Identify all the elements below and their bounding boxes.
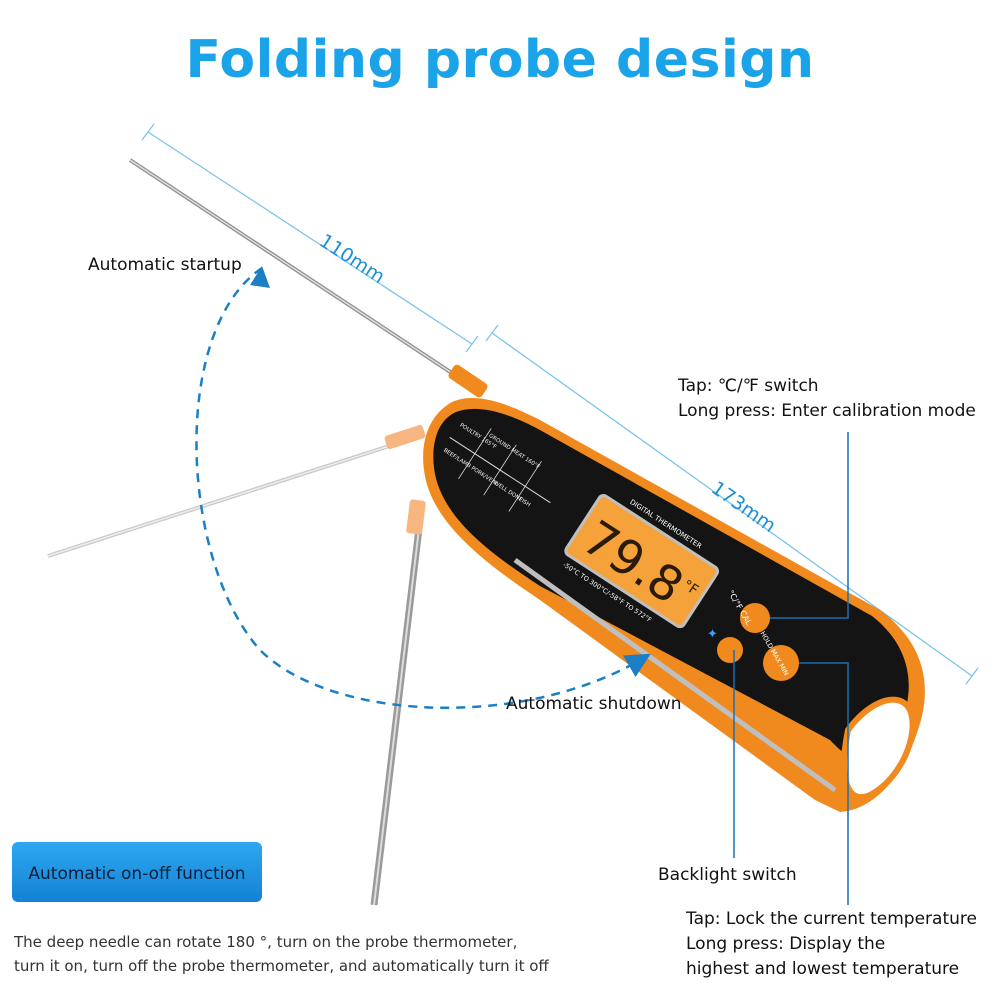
- hold-callout-line2: Long press: Display the: [686, 934, 886, 954]
- dimension-line-110mm: [141, 123, 479, 353]
- auto-shutdown-label: Automatic shutdown: [506, 694, 682, 714]
- bulb-icon: ✦: [707, 627, 718, 642]
- probe-needle-extended: [128, 158, 488, 398]
- backlight-callout: Backlight switch: [658, 865, 797, 885]
- callout-lines: [733, 432, 849, 905]
- probe-ghost-vertical: [370, 499, 426, 906]
- feature-badge: Automatic on-off function: [12, 842, 262, 902]
- probe-ghost-horizontal: [47, 424, 426, 558]
- description-line2: turn it on, turn off the probe thermomet…: [14, 957, 549, 975]
- dimension-label-110mm: 110mm: [315, 230, 388, 288]
- unit-button-callout: Tap: ℃/℉ switch Long press: Enter calibr…: [678, 374, 976, 424]
- backlight-button[interactable]: [717, 637, 743, 663]
- page-title: Folding probe design: [185, 30, 815, 90]
- description-line1: The deep needle can rotate 180 °, turn o…: [14, 933, 518, 951]
- hold-callout-line3: highest and lowest temperature: [686, 959, 960, 979]
- description: The deep needle can rotate 180 °, turn o…: [14, 930, 549, 978]
- hold-max-min-button[interactable]: [763, 645, 799, 681]
- startup-arrow-head: [250, 266, 270, 288]
- unit-calibration-button[interactable]: [740, 603, 770, 633]
- hold-button-callout: Tap: Lock the current temperature Long p…: [686, 907, 977, 982]
- unit-button-callout-line2: Long press: Enter calibration mode: [678, 401, 976, 421]
- unit-button-callout-line1: Tap: ℃/℉ switch: [678, 376, 819, 396]
- rotation-arc-arrow: [195, 266, 651, 709]
- chart-label-fish: FISH: [518, 497, 532, 509]
- auto-startup-label: Automatic startup: [88, 255, 242, 275]
- hold-callout-line1: Tap: Lock the current temperature: [686, 909, 977, 929]
- dimension-line-173mm: [485, 324, 979, 685]
- lcd-unit: °F: [680, 577, 701, 599]
